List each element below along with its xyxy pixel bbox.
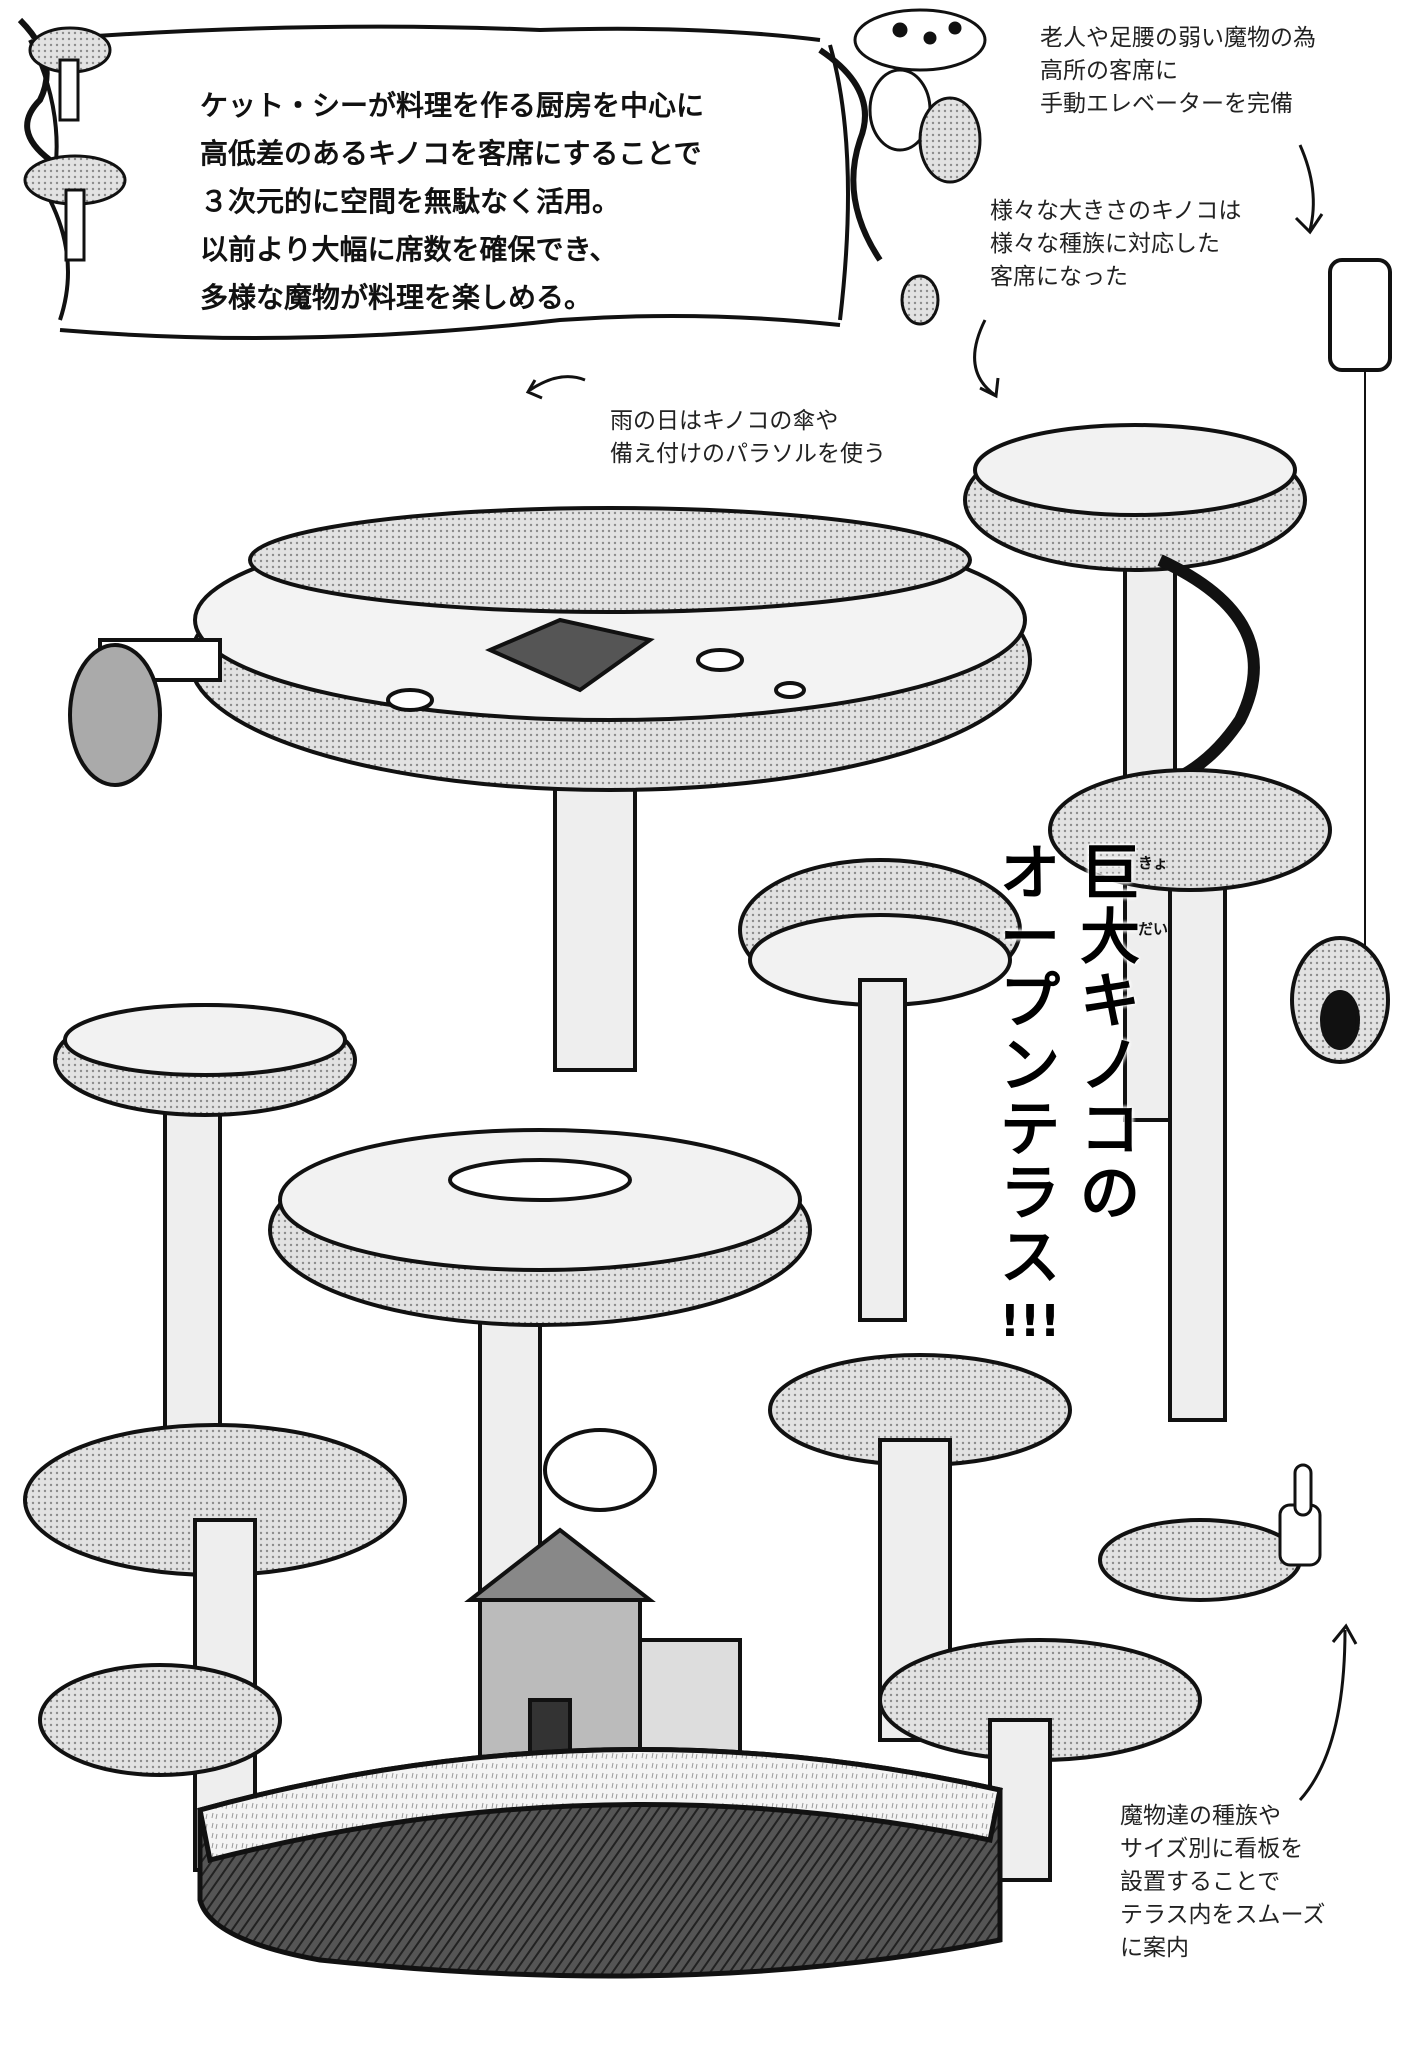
- floating-island: [197, 1747, 1003, 1979]
- intro-line: ３次元的に空間を無駄なく活用。: [200, 185, 621, 218]
- intro-line: 以前より大幅に席数を確保でき、: [200, 233, 618, 266]
- title-char: の: [1080, 1159, 1140, 1229]
- top-left-mushroom: [68, 506, 1032, 1072]
- intro-line: ケット・シーが料理を作る厨房を中心に: [200, 89, 705, 122]
- title-char: ラ: [1000, 1159, 1060, 1229]
- note-line: 設置することで: [1120, 1869, 1281, 1895]
- note-line: 雨の日はキノコの傘や: [610, 408, 839, 434]
- note-line: 手動エレベーターを完備: [1040, 91, 1293, 117]
- furigana-dai: だい: [1138, 920, 1169, 938]
- title-char: ス: [1000, 1223, 1060, 1293]
- title-char: オ: [1000, 839, 1060, 909]
- title-char: 巨: [1080, 839, 1140, 909]
- mid-right-mushroom: [738, 768, 1332, 1422]
- note-line: 高所の客席に: [1040, 58, 1178, 84]
- signs-note: 魔物達の種族や サイズ別に看板を 設置することで テラス内をスムーズ に案内: [1120, 1800, 1325, 1965]
- intro-line: 多様な魔物が料理を楽しめる。: [200, 281, 593, 314]
- pointing-hand-sign: [1278, 1463, 1322, 1567]
- left-mushrooms: [23, 1003, 407, 1872]
- title-char: ノ: [1080, 1031, 1140, 1101]
- center-mushroom: [268, 1128, 812, 1812]
- note-line: 様々な種族に対応した: [990, 231, 1220, 257]
- note-line: 客席になった: [990, 264, 1128, 290]
- rain-note: 雨の日はキノコの傘や 備え付けのパラソルを使う: [610, 405, 886, 471]
- annotation-arrows: [525, 144, 1358, 1802]
- title-char: テ: [1000, 1095, 1060, 1165]
- note-line: 老人や足腰の弱い魔物の為: [1040, 25, 1316, 51]
- vine-frame: [17, 17, 883, 340]
- title-char: !!!: [999, 1296, 1061, 1347]
- frame-mushrooms: [23, 8, 987, 326]
- mushroom-sizes-note: 様々な大きさのキノコは 様々な種族に対応した 客席になった: [990, 195, 1241, 294]
- bottom-right-mushrooms: [768, 1353, 1302, 1882]
- furigana-kyo: きょ: [1138, 854, 1169, 872]
- note-line: に案内: [1120, 1935, 1189, 1961]
- note-line: 備え付けのパラソルを使う: [610, 441, 886, 467]
- elevator-note: 老人や足腰の弱い魔物の為 高所の客席に 手動エレベーターを完備: [1040, 22, 1316, 121]
- note-line: テラス内をスムーズ: [1120, 1902, 1326, 1928]
- intro-text: ケット・シーが料理を作る厨房を中心に 高低差のあるキノコを客席にすることで ３次…: [200, 82, 760, 322]
- note-line: 様々な大きさのキノコは: [990, 198, 1242, 224]
- title-char: プ: [1000, 967, 1060, 1037]
- title-char: コ: [1080, 1095, 1140, 1165]
- intro-line: 高低差のあるキノコを客席にすることで: [200, 137, 702, 170]
- title-char: ー: [1000, 903, 1060, 973]
- title-char: ン: [1000, 1031, 1060, 1101]
- note-line: 魔物達の種族や: [1120, 1803, 1281, 1829]
- title-line-2: オ ー プ ン テ ラ ス !!!: [995, 842, 1065, 1354]
- title-line-1: 巨 大 キ ノ コ の: [1075, 842, 1145, 1226]
- title-char: 大: [1080, 903, 1140, 973]
- title-char: キ: [1080, 967, 1140, 1037]
- note-line: サイズ別に看板を: [1120, 1836, 1304, 1862]
